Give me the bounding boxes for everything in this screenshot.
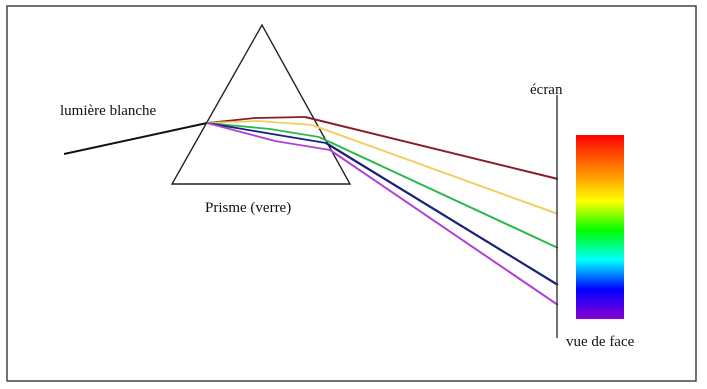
outgoing-rays xyxy=(304,116,559,306)
outgoing-green-ray xyxy=(318,136,559,249)
internal-red-ray xyxy=(206,116,306,124)
internal-yellow-ray xyxy=(206,120,313,126)
internal-green-ray xyxy=(206,122,320,138)
screen-label: écran xyxy=(530,82,563,98)
internal-blue-ray xyxy=(206,122,327,144)
outer-frame xyxy=(6,5,697,382)
outgoing-blue-ray xyxy=(325,142,559,286)
outgoing-red-ray xyxy=(304,116,559,180)
prism-label: Prisme (verre) xyxy=(205,200,291,216)
prism-triangle xyxy=(170,23,352,185)
outgoing-yellow-ray xyxy=(311,124,559,215)
outgoing-violet-ray xyxy=(329,149,559,306)
spectrum-front-view xyxy=(576,135,624,319)
internal-rays xyxy=(206,116,331,151)
internal-violet-ray xyxy=(206,122,331,151)
white-light-label: lumière blanche xyxy=(60,103,157,119)
incident-white-light-ray xyxy=(63,122,208,155)
front-view-label: vue de face xyxy=(566,334,635,350)
